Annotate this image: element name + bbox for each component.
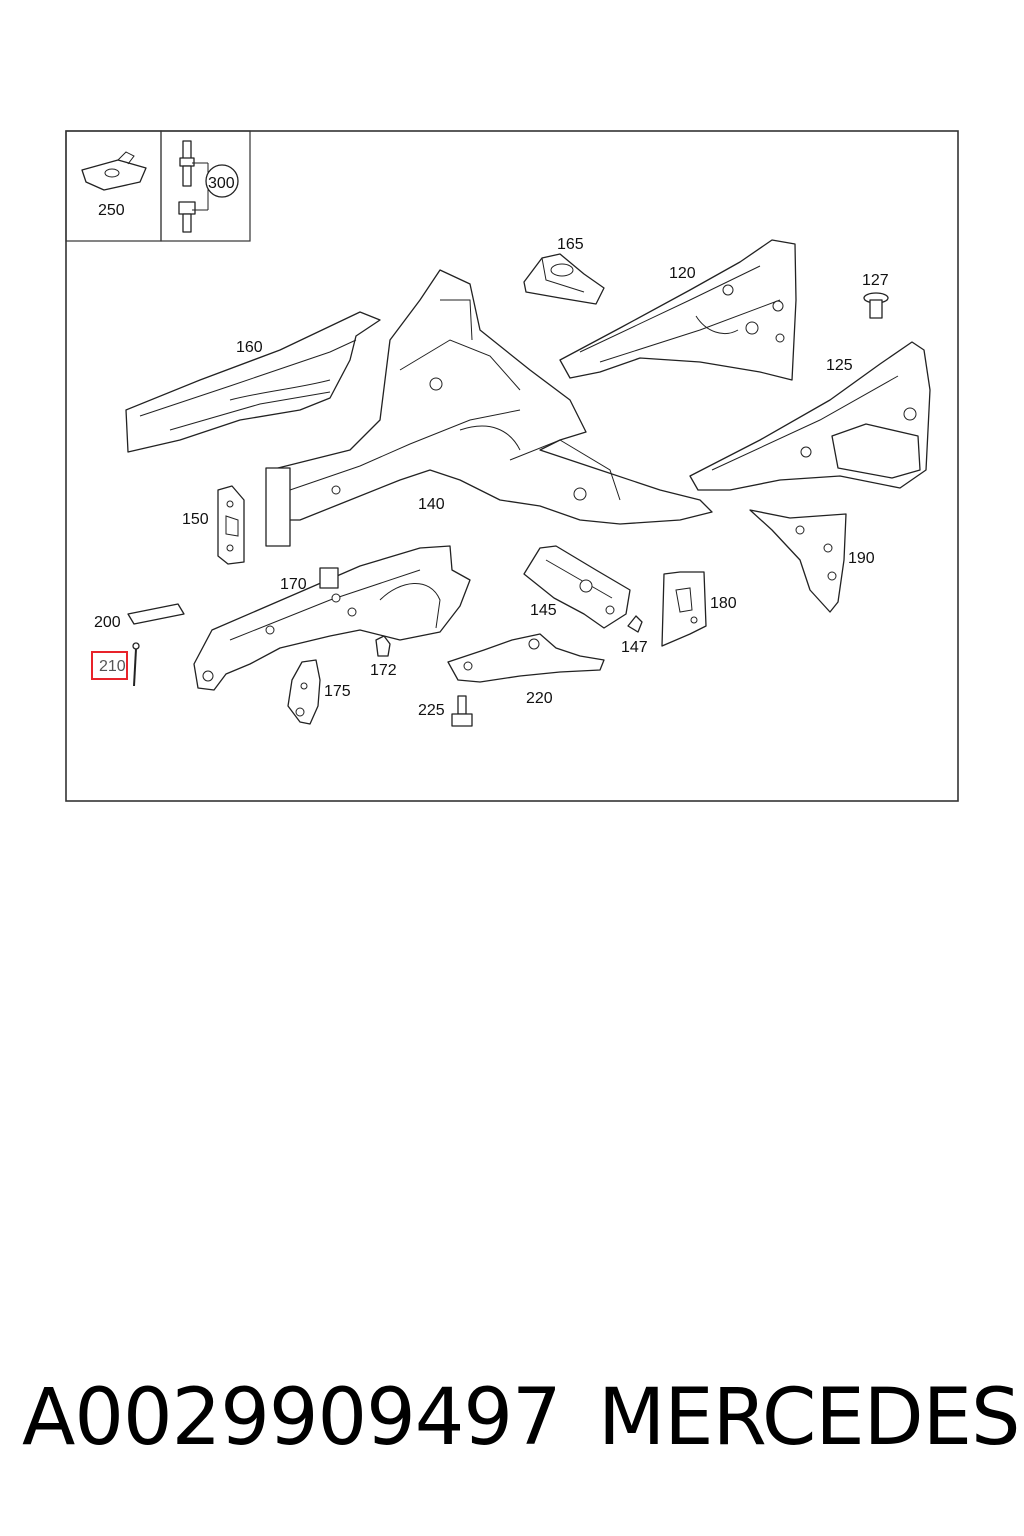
diagram-frame (65, 130, 959, 802)
callout-125[interactable]: 125 (826, 357, 853, 374)
callout-140[interactable]: 140 (418, 496, 445, 513)
part-180-bracket-plate[interactable] (661, 571, 707, 647)
callout-300[interactable]: 300 (208, 175, 235, 192)
part-140-front-structure[interactable] (265, 269, 713, 547)
footer: A0029909497 MERCEDES (0, 1368, 1024, 1478)
part-200-sealing-strip[interactable] (127, 603, 185, 625)
part-127-bushing[interactable] (863, 292, 889, 319)
callout-175[interactable]: 175 (324, 683, 351, 700)
callout-165[interactable]: 165 (557, 236, 584, 253)
callout-147[interactable]: 147 (621, 639, 648, 656)
brand-name: MERCEDES (598, 1373, 1020, 1463)
part-300-bolt-set[interactable] (178, 140, 239, 233)
callout-200[interactable]: 200 (94, 614, 121, 631)
callout-160[interactable]: 160 (236, 339, 263, 356)
callout-145[interactable]: 145 (530, 602, 557, 619)
part-190-closing-panel[interactable] (749, 509, 847, 613)
part-170-lower-rail[interactable] (193, 545, 471, 691)
callout-127[interactable]: 127 (862, 272, 889, 289)
part-150-mount-plate[interactable] (217, 485, 245, 565)
callout-225[interactable]: 225 (418, 702, 445, 719)
part-125-side-member[interactable] (689, 341, 931, 491)
callout-190[interactable]: 190 (848, 550, 875, 567)
part-220-support-bracket[interactable] (447, 633, 605, 683)
callout-150[interactable]: 150 (182, 511, 209, 528)
part-165-bracket[interactable] (523, 253, 605, 305)
callout-220[interactable]: 220 (526, 690, 553, 707)
part-160-upper-rail[interactable] (125, 311, 381, 453)
callout-180[interactable]: 180 (710, 595, 737, 612)
part-225-bolt[interactable] (451, 695, 473, 727)
callout-210-highlight-box (91, 651, 128, 680)
part-145-reinforcement[interactable] (523, 545, 631, 629)
callout-170[interactable]: 170 (280, 576, 307, 593)
part-147-clip[interactable] (627, 615, 643, 633)
part-250-clip-nut[interactable] (81, 151, 147, 191)
callout-120[interactable]: 120 (669, 265, 696, 282)
part-120-wheelhouse-panel[interactable] (559, 239, 797, 381)
part-210-rivet[interactable] (132, 642, 140, 687)
callout-210[interactable]: 210 (99, 658, 126, 675)
part-number: A0029909497 (22, 1373, 562, 1463)
callout-250[interactable]: 250 (98, 202, 125, 219)
inset-box-300 (160, 130, 251, 242)
part-175-bracket[interactable] (287, 659, 321, 725)
callout-172[interactable]: 172 (370, 662, 397, 679)
part-172-nut[interactable] (375, 635, 391, 657)
